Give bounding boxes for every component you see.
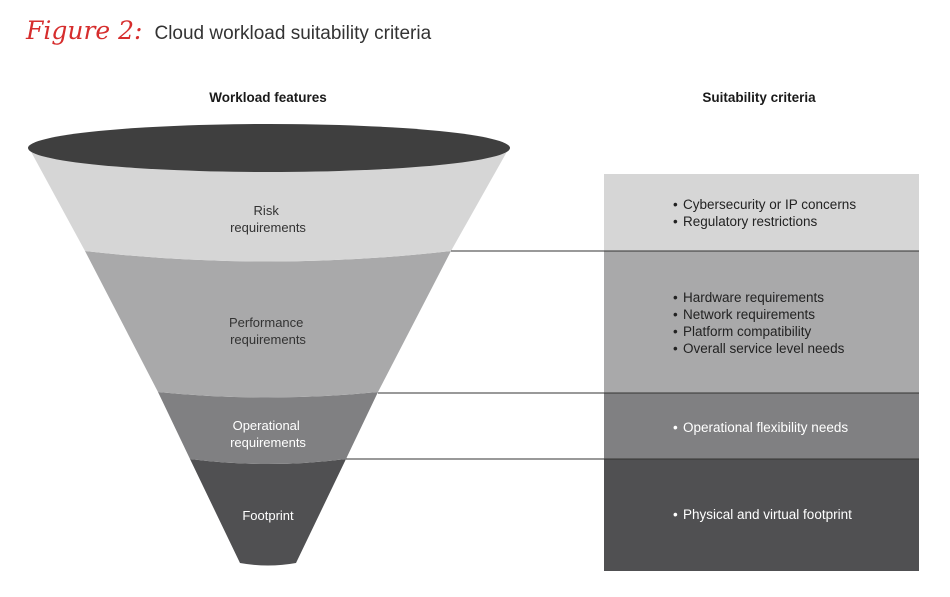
criteria-list-performance: • Hardware requirements • Network requir… (673, 290, 845, 356)
bullet-icon: • (673, 341, 678, 356)
criteria-item: Platform compatibility (683, 324, 812, 339)
feature-label-risk: Risk requirements (230, 203, 306, 235)
feature-label-line: Operational (233, 418, 300, 433)
criteria-item: Network requirements (683, 307, 815, 322)
funnel-top-opening (28, 124, 510, 172)
figure-label: Figure 2: (26, 16, 143, 45)
feature-label-operational: Operational requirements (230, 418, 306, 450)
feature-label-line: requirements (230, 332, 306, 347)
funnel-band-performance (85, 251, 451, 398)
bullet-icon: • (673, 324, 678, 339)
funnel-band-footprint (190, 459, 346, 566)
feature-label-line: Risk (254, 203, 280, 218)
feature-label-line: requirements (230, 220, 306, 235)
criteria-item: Overall service level needs (683, 341, 845, 356)
bullet-icon: • (673, 420, 678, 435)
figure-caption: Cloud workload suitability criteria (154, 23, 432, 44)
criteria-list-footprint: • Physical and virtual footprint (673, 507, 852, 522)
criteria-item: Regulatory restrictions (683, 214, 818, 229)
criteria-list-operational: • Operational flexibility needs (673, 420, 848, 435)
bullet-icon: • (673, 214, 678, 229)
criteria-panel-risk (604, 174, 919, 251)
feature-label-line: requirements (230, 435, 306, 450)
bullet-icon: • (673, 197, 678, 212)
bullet-icon: • (673, 307, 678, 322)
criteria-item: Hardware requirements (683, 290, 824, 305)
criteria-panel-operational (604, 393, 919, 459)
criteria-item: Operational flexibility needs (683, 420, 848, 435)
criteria-item: Cybersecurity or IP concerns (683, 197, 856, 212)
suitability-criteria-header: Suitability criteria (702, 90, 816, 105)
bullet-icon: • (673, 507, 678, 522)
criteria-panel-footprint (604, 459, 919, 571)
feature-label-performance: Performance requirements (229, 315, 307, 347)
funnel-band-operational (158, 392, 378, 464)
criteria-list-risk: • Cybersecurity or IP concerns • Regulat… (673, 197, 860, 229)
funnel-band-risk (29, 148, 509, 262)
criteria-item: Physical and virtual footprint (683, 507, 852, 522)
figure-title: Figure 2: Cloud workload suitability cri… (26, 16, 431, 52)
bullet-icon: • (673, 290, 678, 305)
criteria-panel-performance (604, 251, 919, 393)
workload-features-header: Workload features (209, 90, 327, 105)
feature-label-line: Performance (229, 315, 303, 330)
feature-label-line: Footprint (242, 508, 294, 523)
feature-label-footprint: Footprint (242, 508, 294, 523)
